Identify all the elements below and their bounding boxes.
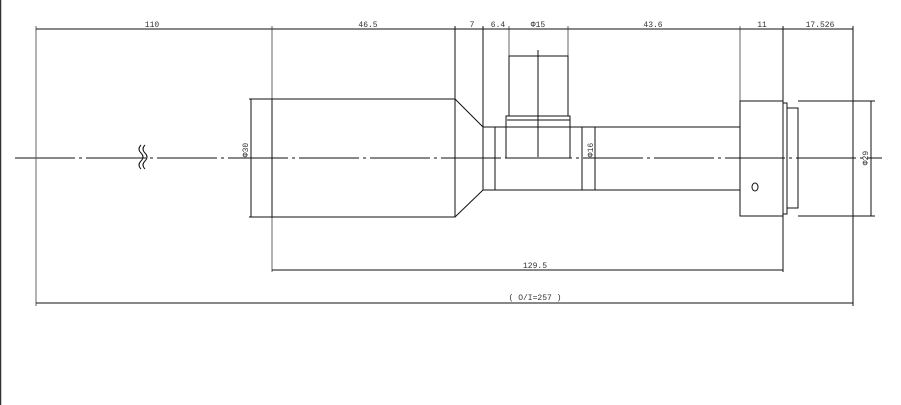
dim-129-5: 129.5 — [523, 262, 547, 271]
diameter-dims — [250, 99, 872, 217]
dim-110: 110 — [145, 21, 160, 30]
dim-phi29: Φ29 — [862, 151, 871, 166]
dim-43-6: 43.6 — [643, 21, 662, 30]
screw-icon — [751, 182, 759, 192]
dim-phi16: Φ16 — [587, 143, 596, 158]
lens-body — [271, 50, 799, 218]
dim-6-4: 6.4 — [491, 21, 506, 30]
dim-phi15: Φ15 — [531, 21, 546, 30]
dim-phi30: Φ30 — [242, 143, 251, 158]
dim-46-5: 46.5 — [358, 21, 377, 30]
dim-total: ( O/I=257 ) — [509, 294, 562, 303]
extension-lines — [35, 26, 875, 306]
dim-17-526: 17.526 — [806, 21, 835, 30]
dim-11: 11 — [757, 21, 767, 30]
dim-7: 7 — [470, 21, 475, 30]
break-mark — [138, 144, 148, 170]
